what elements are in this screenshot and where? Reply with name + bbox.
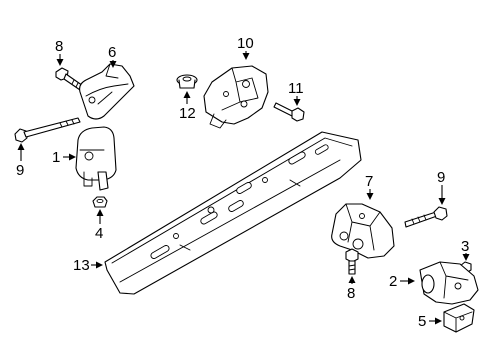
callout-label-1: 1 <box>52 149 60 166</box>
callout-3: 3 <box>461 238 470 261</box>
callout-label-12: 12 <box>179 105 196 122</box>
callout-label-8-top: 8 <box>55 38 63 55</box>
callout-4: 4 <box>95 209 104 242</box>
callout-5: 5 <box>418 313 442 330</box>
callout-6: 6 <box>108 44 117 68</box>
callout-label-11: 11 <box>288 80 304 97</box>
bracket-part-6 <box>79 63 135 120</box>
bracket-part-7 <box>331 203 395 259</box>
callout-8-bottom: 8 <box>347 276 356 302</box>
callout-label-10: 10 <box>237 35 254 52</box>
callout-2: 2 <box>389 273 415 290</box>
callout-label-4: 4 <box>95 225 103 242</box>
callout-13: 13 <box>73 257 103 274</box>
callout-label-2: 2 <box>389 273 397 290</box>
long-bolt-part-9-right <box>404 206 448 228</box>
long-bolt-part-9-left <box>14 117 81 143</box>
callout-label-8-bottom: 8 <box>347 285 355 302</box>
callout-9-right: 9 <box>437 169 446 205</box>
insulator-mount-part-1 <box>75 126 117 191</box>
callout-9-left: 9 <box>16 143 25 179</box>
callout-label-13: 13 <box>73 257 90 274</box>
callout-1: 1 <box>52 149 76 166</box>
plate-part-5 <box>443 303 475 333</box>
callout-label-9-left: 9 <box>16 162 24 179</box>
callout-label-7: 7 <box>365 173 373 190</box>
nut-part-4 <box>92 196 108 208</box>
callout-label-9-right: 9 <box>437 169 445 186</box>
callout-10: 10 <box>237 35 254 60</box>
mount-insulator-part-2 <box>419 261 479 305</box>
callout-label-3: 3 <box>461 238 469 255</box>
callout-7: 7 <box>365 173 374 200</box>
callout-12: 12 <box>179 91 196 122</box>
push-nut-part-12 <box>176 74 198 89</box>
callout-label-5: 5 <box>418 313 426 330</box>
callout-8-top: 8 <box>55 38 64 66</box>
mount-bracket-part-10 <box>203 65 269 129</box>
callout-label-6: 6 <box>108 44 116 61</box>
callout-11: 11 <box>288 80 304 106</box>
bolt-part-11 <box>273 102 305 122</box>
crossmember-part-13 <box>104 131 362 295</box>
bolt-part-8-bottom <box>345 248 359 275</box>
